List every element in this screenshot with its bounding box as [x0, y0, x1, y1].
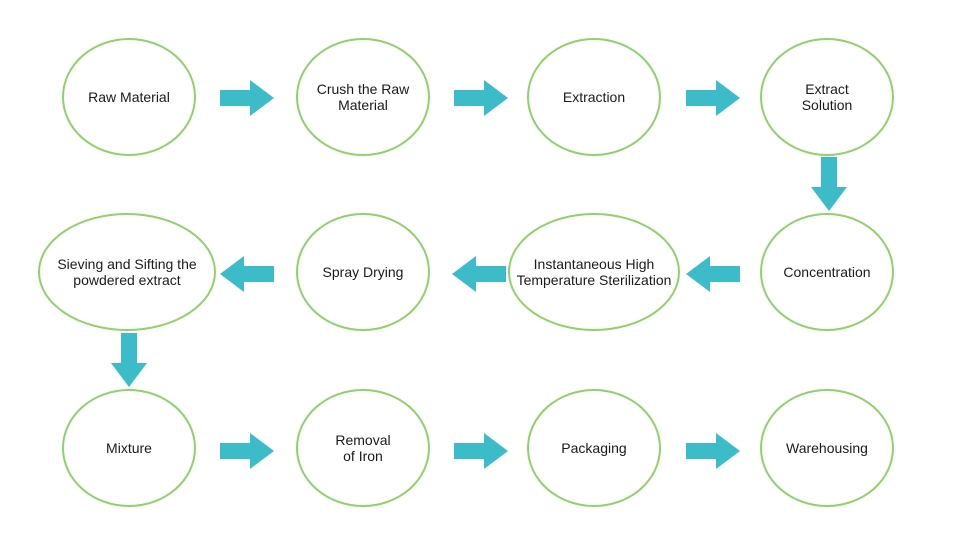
- node-extract-solution: Extract Solution: [760, 38, 894, 156]
- node-label: Crush the Raw Material: [316, 81, 410, 113]
- node-extraction: Extraction: [527, 38, 661, 156]
- node-spray-drying: Spray Drying: [296, 213, 430, 331]
- node-sterilization: Instantaneous High Temperature Steriliza…: [508, 213, 680, 331]
- node-concentration: Concentration: [760, 213, 894, 331]
- arrow-shape: [452, 256, 506, 292]
- arrow-down-icon: [111, 333, 147, 387]
- arrow-left-icon: [452, 256, 506, 292]
- node-label: Extraction: [562, 89, 626, 105]
- node-label: Spray Drying: [322, 264, 404, 280]
- arrow-right-icon: [686, 433, 740, 469]
- node-warehousing: Warehousing: [760, 389, 894, 507]
- arrow-right-icon: [220, 80, 274, 116]
- arrow-shape: [220, 80, 274, 116]
- arrow-left-icon: [686, 256, 740, 292]
- node-raw-material: Raw Material: [62, 38, 196, 156]
- node-label: Packaging: [561, 440, 627, 456]
- node-label: Sieving and Sifting the powdered extract: [57, 256, 197, 288]
- node-label: Mixture: [106, 440, 152, 456]
- arrow-shape: [686, 433, 740, 469]
- arrow-right-icon: [220, 433, 274, 469]
- node-label: Removal of Iron: [335, 432, 391, 464]
- arrow-shape: [454, 433, 508, 469]
- arrow-shape: [686, 80, 740, 116]
- arrow-shape: [686, 256, 740, 292]
- node-crush-raw-material: Crush the Raw Material: [296, 38, 430, 156]
- arrow-shape: [220, 433, 274, 469]
- node-label: Instantaneous High Temperature Steriliza…: [516, 256, 672, 288]
- arrow-right-icon: [686, 80, 740, 116]
- node-sieving-sifting: Sieving and Sifting the powdered extract: [38, 213, 216, 331]
- node-label: Concentration: [783, 264, 871, 280]
- arrow-shape: [220, 256, 274, 292]
- node-label: Extract Solution: [801, 81, 853, 113]
- node-removal-of-iron: Removal of Iron: [296, 389, 430, 507]
- node-label: Warehousing: [786, 440, 868, 456]
- arrow-shape: [111, 333, 147, 387]
- arrow-down-icon: [811, 157, 847, 211]
- arrow-shape: [454, 80, 508, 116]
- node-packaging: Packaging: [527, 389, 661, 507]
- arrow-left-icon: [220, 256, 274, 292]
- arrow-right-icon: [454, 80, 508, 116]
- arrow-shape: [811, 157, 847, 211]
- node-label: Raw Material: [88, 89, 170, 105]
- node-mixture: Mixture: [62, 389, 196, 507]
- arrow-right-icon: [454, 433, 508, 469]
